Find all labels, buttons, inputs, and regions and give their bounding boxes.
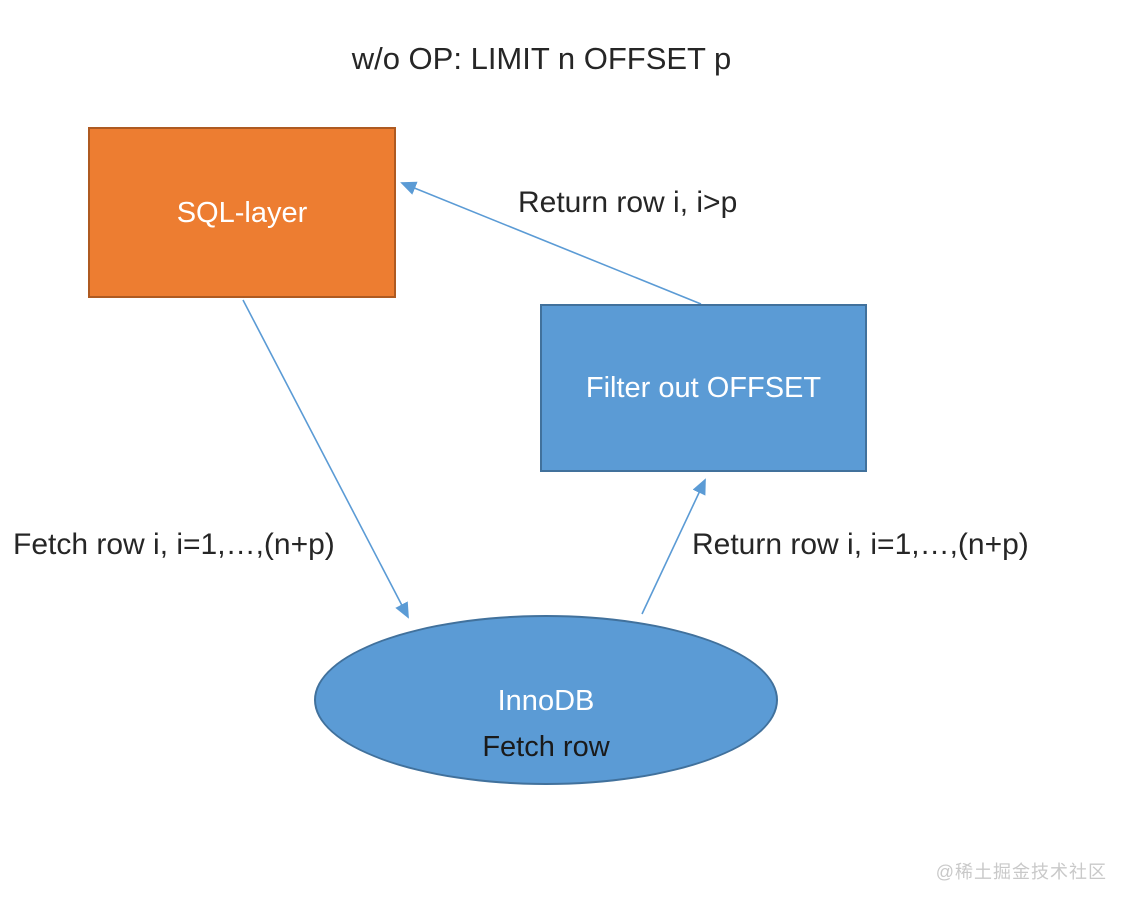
node-sql-layer-label: SQL-layer [176, 196, 308, 229]
node-filter-offset: Filter out OFFSET [540, 304, 867, 472]
page-title: w/o OP: LIMIT n OFFSET p [351, 41, 732, 76]
edge-label-return-row-gt-p: Return row i, i>p [518, 186, 738, 219]
node-filter-offset-label: Filter out OFFSET [585, 372, 822, 404]
watermark: @稀土掘金技术社区 [935, 862, 1107, 882]
node-innodb-label-line1: InnoDB [497, 685, 595, 717]
node-innodb-label-line2: Fetch row [482, 731, 610, 763]
arrow-sql-to-innodb [242, 299, 409, 619]
edge-label-return-row-np: Return row i, i=1,…,(n+p) [692, 528, 1029, 561]
edge-label-fetch-row: Fetch row i, i=1,…,(n+p) [13, 528, 335, 561]
node-sql-layer: SQL-layer [88, 127, 396, 298]
node-innodb: InnoDB Fetch row [314, 615, 778, 785]
